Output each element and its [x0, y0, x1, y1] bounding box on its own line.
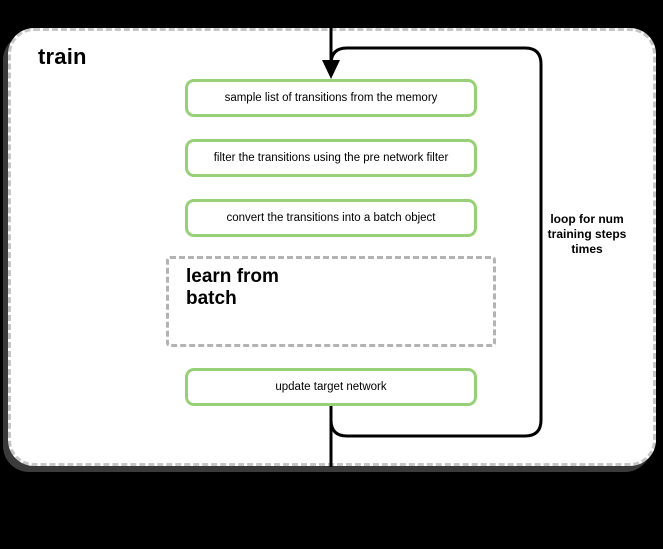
loop-annotation-line: times	[571, 242, 603, 256]
train-container-title: train	[38, 44, 87, 69]
learn-from-batch-group: learn from batch	[166, 256, 496, 347]
step-update-target-network: update target network	[185, 368, 477, 406]
learn-from-batch-label: learn from batch	[186, 266, 279, 309]
step-filter-transitions: filter the transitions using the pre net…	[185, 139, 477, 177]
step-convert-to-batch: convert the transitions into a batch obj…	[185, 199, 477, 237]
step-sample-transitions: sample list of transitions from the memo…	[185, 79, 477, 117]
loop-annotation-line: training steps	[547, 227, 627, 241]
loop-annotation: loop for num training steps times	[542, 212, 632, 257]
loop-annotation-line: loop for num	[550, 212, 624, 226]
